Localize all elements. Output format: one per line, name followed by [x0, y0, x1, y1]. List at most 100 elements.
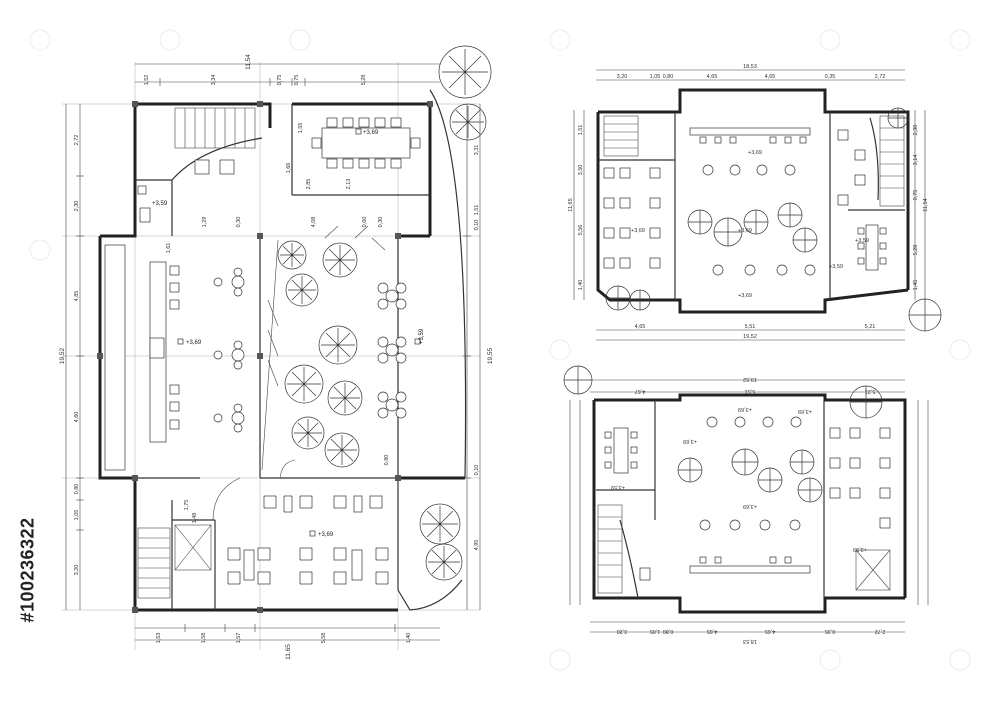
- plan-a-left-total: 19,52: [59, 347, 66, 364]
- plan-b-level-label: +3,69: [631, 228, 645, 234]
- plan-a-inner-dimension: 1,61: [166, 243, 172, 254]
- plan-a-inner-dimension: 1,55: [298, 123, 304, 134]
- plan-b-top-dimension: 0,80: [663, 74, 674, 80]
- plan-b-bottom-dimension: 5,21: [865, 324, 876, 330]
- plan-b-right-dimension: 3,14: [913, 155, 919, 166]
- plan-a-bottom-dimension: 1,40: [406, 633, 412, 644]
- plan-c-level-label: +3,69: [798, 408, 812, 414]
- plan-b-bottom-dimension: 5,51: [745, 324, 756, 330]
- plan-b-trees: [605, 107, 942, 332]
- plan-c-bottom-dimension: 1,05: [650, 628, 661, 634]
- plan-b-left-dimension: 1,40: [578, 280, 584, 291]
- plan-b-right-dimension: 2,30: [913, 125, 919, 136]
- plan-a-inner-dimension: 4,08: [311, 217, 317, 228]
- plan-a-left-dimension: 4,85: [74, 291, 80, 302]
- plan-c-bottom-dimension: 3,20: [617, 628, 628, 634]
- plan-b-level-label: +3,69: [738, 228, 752, 234]
- plan-a-top-dimension: 3,34: [211, 75, 217, 86]
- plan-b-top-dimension: 4,65: [707, 74, 718, 80]
- plan-a-inner-dimension: 0,30: [378, 217, 384, 228]
- plan-c-furniture: [604, 416, 891, 581]
- plan-a-inner-dimension: 1,66: [286, 163, 292, 174]
- plan-a-top-dimension: 0,75: [277, 75, 283, 86]
- plan-a-bottom-dimension: 1,58: [201, 633, 207, 644]
- plan-a-left-dimension: 0,80: [74, 484, 80, 495]
- plan-a-left-dimension: 2,30: [74, 201, 80, 212]
- plan-a-top-total: 11,54: [245, 54, 252, 70]
- plan-a-meeting-table: [311, 117, 421, 169]
- plan-b-stairs: [603, 115, 905, 207]
- level-label-wc: +3,59: [152, 201, 168, 207]
- plan-a-wc: [137, 159, 235, 223]
- plan-c-top-dimension: 4,67: [635, 388, 646, 394]
- plan-b-right-dimension: 0,75: [913, 190, 919, 201]
- plan-b-bottom-total: 19,52: [743, 334, 757, 340]
- plan-b-furniture: [603, 127, 887, 276]
- plan-a-level-labels: +3,69 +3,69 +3,69 +3,59 +3,59: [152, 128, 425, 538]
- plan-a-inner-dimension: 2,13: [346, 179, 352, 190]
- plan-b-level-label: +3,69: [738, 293, 752, 299]
- plan-a-bar-counter: [104, 244, 180, 471]
- plan-c-top-dimension: 5,51: [745, 388, 756, 394]
- plan-a-lower-seating: [227, 495, 389, 585]
- level-label-garden: +3,59: [419, 328, 425, 344]
- plan-a-right-dimension: 0,10: [474, 465, 480, 476]
- plan-a-right-dimension: 3,31: [474, 145, 480, 156]
- plan-a-inner-dimension: 2,85: [306, 179, 312, 190]
- plan-a-top-dimension: 0,75: [294, 75, 300, 86]
- plan-a-bottom-dimension: 1,57: [236, 633, 242, 644]
- plan-a-staircase-bottom: [137, 524, 212, 599]
- plan-a-top-dimension: 1,52: [144, 75, 150, 86]
- plan-a-left-dimension: 4,60: [74, 412, 80, 423]
- plan-a-right-dimension: 0,10: [474, 220, 480, 231]
- plan-a-exterior-trees: [419, 45, 492, 581]
- plan-a-left-dimension: 3,20: [74, 565, 80, 576]
- plan-a-clover-tables: [377, 282, 407, 419]
- plan-a-inner-dimension: 1,29: [202, 217, 208, 228]
- plan-b-top-total: 18,53: [743, 64, 757, 70]
- plan-b-top-dimension: 2,72: [875, 74, 886, 80]
- plan-a-dimension-lines: [65, 63, 481, 641]
- plan-b-top-dimension: 1,05: [650, 74, 661, 80]
- plan-a-inner-dimension: 1,75: [184, 500, 190, 511]
- plan-c-level-label: +3,69: [683, 438, 697, 444]
- plan-c-top-total: 19,52: [743, 376, 757, 382]
- plan-b-bottom-dimension: 4,65: [635, 324, 646, 330]
- level-label-meeting: +3,69: [363, 130, 379, 136]
- plan-b-walls: [596, 88, 910, 314]
- plan-a-left-dimension: 2,72: [74, 135, 80, 146]
- plan-b-level-label: +3,59: [855, 238, 869, 244]
- plan-b-left-total: 11,65: [568, 198, 574, 211]
- stock-id-text: #100236322: [17, 517, 38, 623]
- plan-c-dimension-lines: [569, 379, 929, 633]
- plan-a-inner-dimension: 0,80: [384, 455, 390, 466]
- plan-b-right-total: 11,54: [923, 198, 929, 211]
- plan-c-bottom-dimension: 2,72: [875, 628, 886, 634]
- plan-b-right-dimension: 5,28: [913, 245, 919, 256]
- plan-a-top-dimension: 5,28: [361, 75, 367, 86]
- plan-b-left-dimension: 5,56: [578, 225, 584, 236]
- plan-b-top-dimension: 3,20: [617, 74, 628, 80]
- plan-c-trees: [563, 365, 883, 503]
- plan-c-stairs: [597, 504, 891, 594]
- plan-a-columns: [97, 101, 433, 613]
- plan-a-left-dimension: 1,05: [74, 510, 80, 521]
- plan-b-dimension-lines: [573, 69, 926, 341]
- plan-a-inner-dimension: 0,60: [362, 217, 368, 228]
- plan-c-level-label: +3,59: [853, 546, 867, 552]
- plan-c-bottom-total: 18,53: [743, 638, 757, 644]
- plan-a-partitions: [212, 225, 386, 521]
- plan-c-bottom-dimension: 0,80: [663, 628, 674, 634]
- plan-b-top-dimension: 0,35: [825, 74, 836, 80]
- watermark-pattern: [29, 29, 971, 671]
- plan-c-bottom-dimension: 0,35: [825, 628, 836, 634]
- plan-a-inner-dimension: 0,30: [236, 217, 242, 228]
- plan-b-left-dimension: 3,50: [578, 165, 584, 176]
- level-label-lower: +3,69: [318, 532, 334, 538]
